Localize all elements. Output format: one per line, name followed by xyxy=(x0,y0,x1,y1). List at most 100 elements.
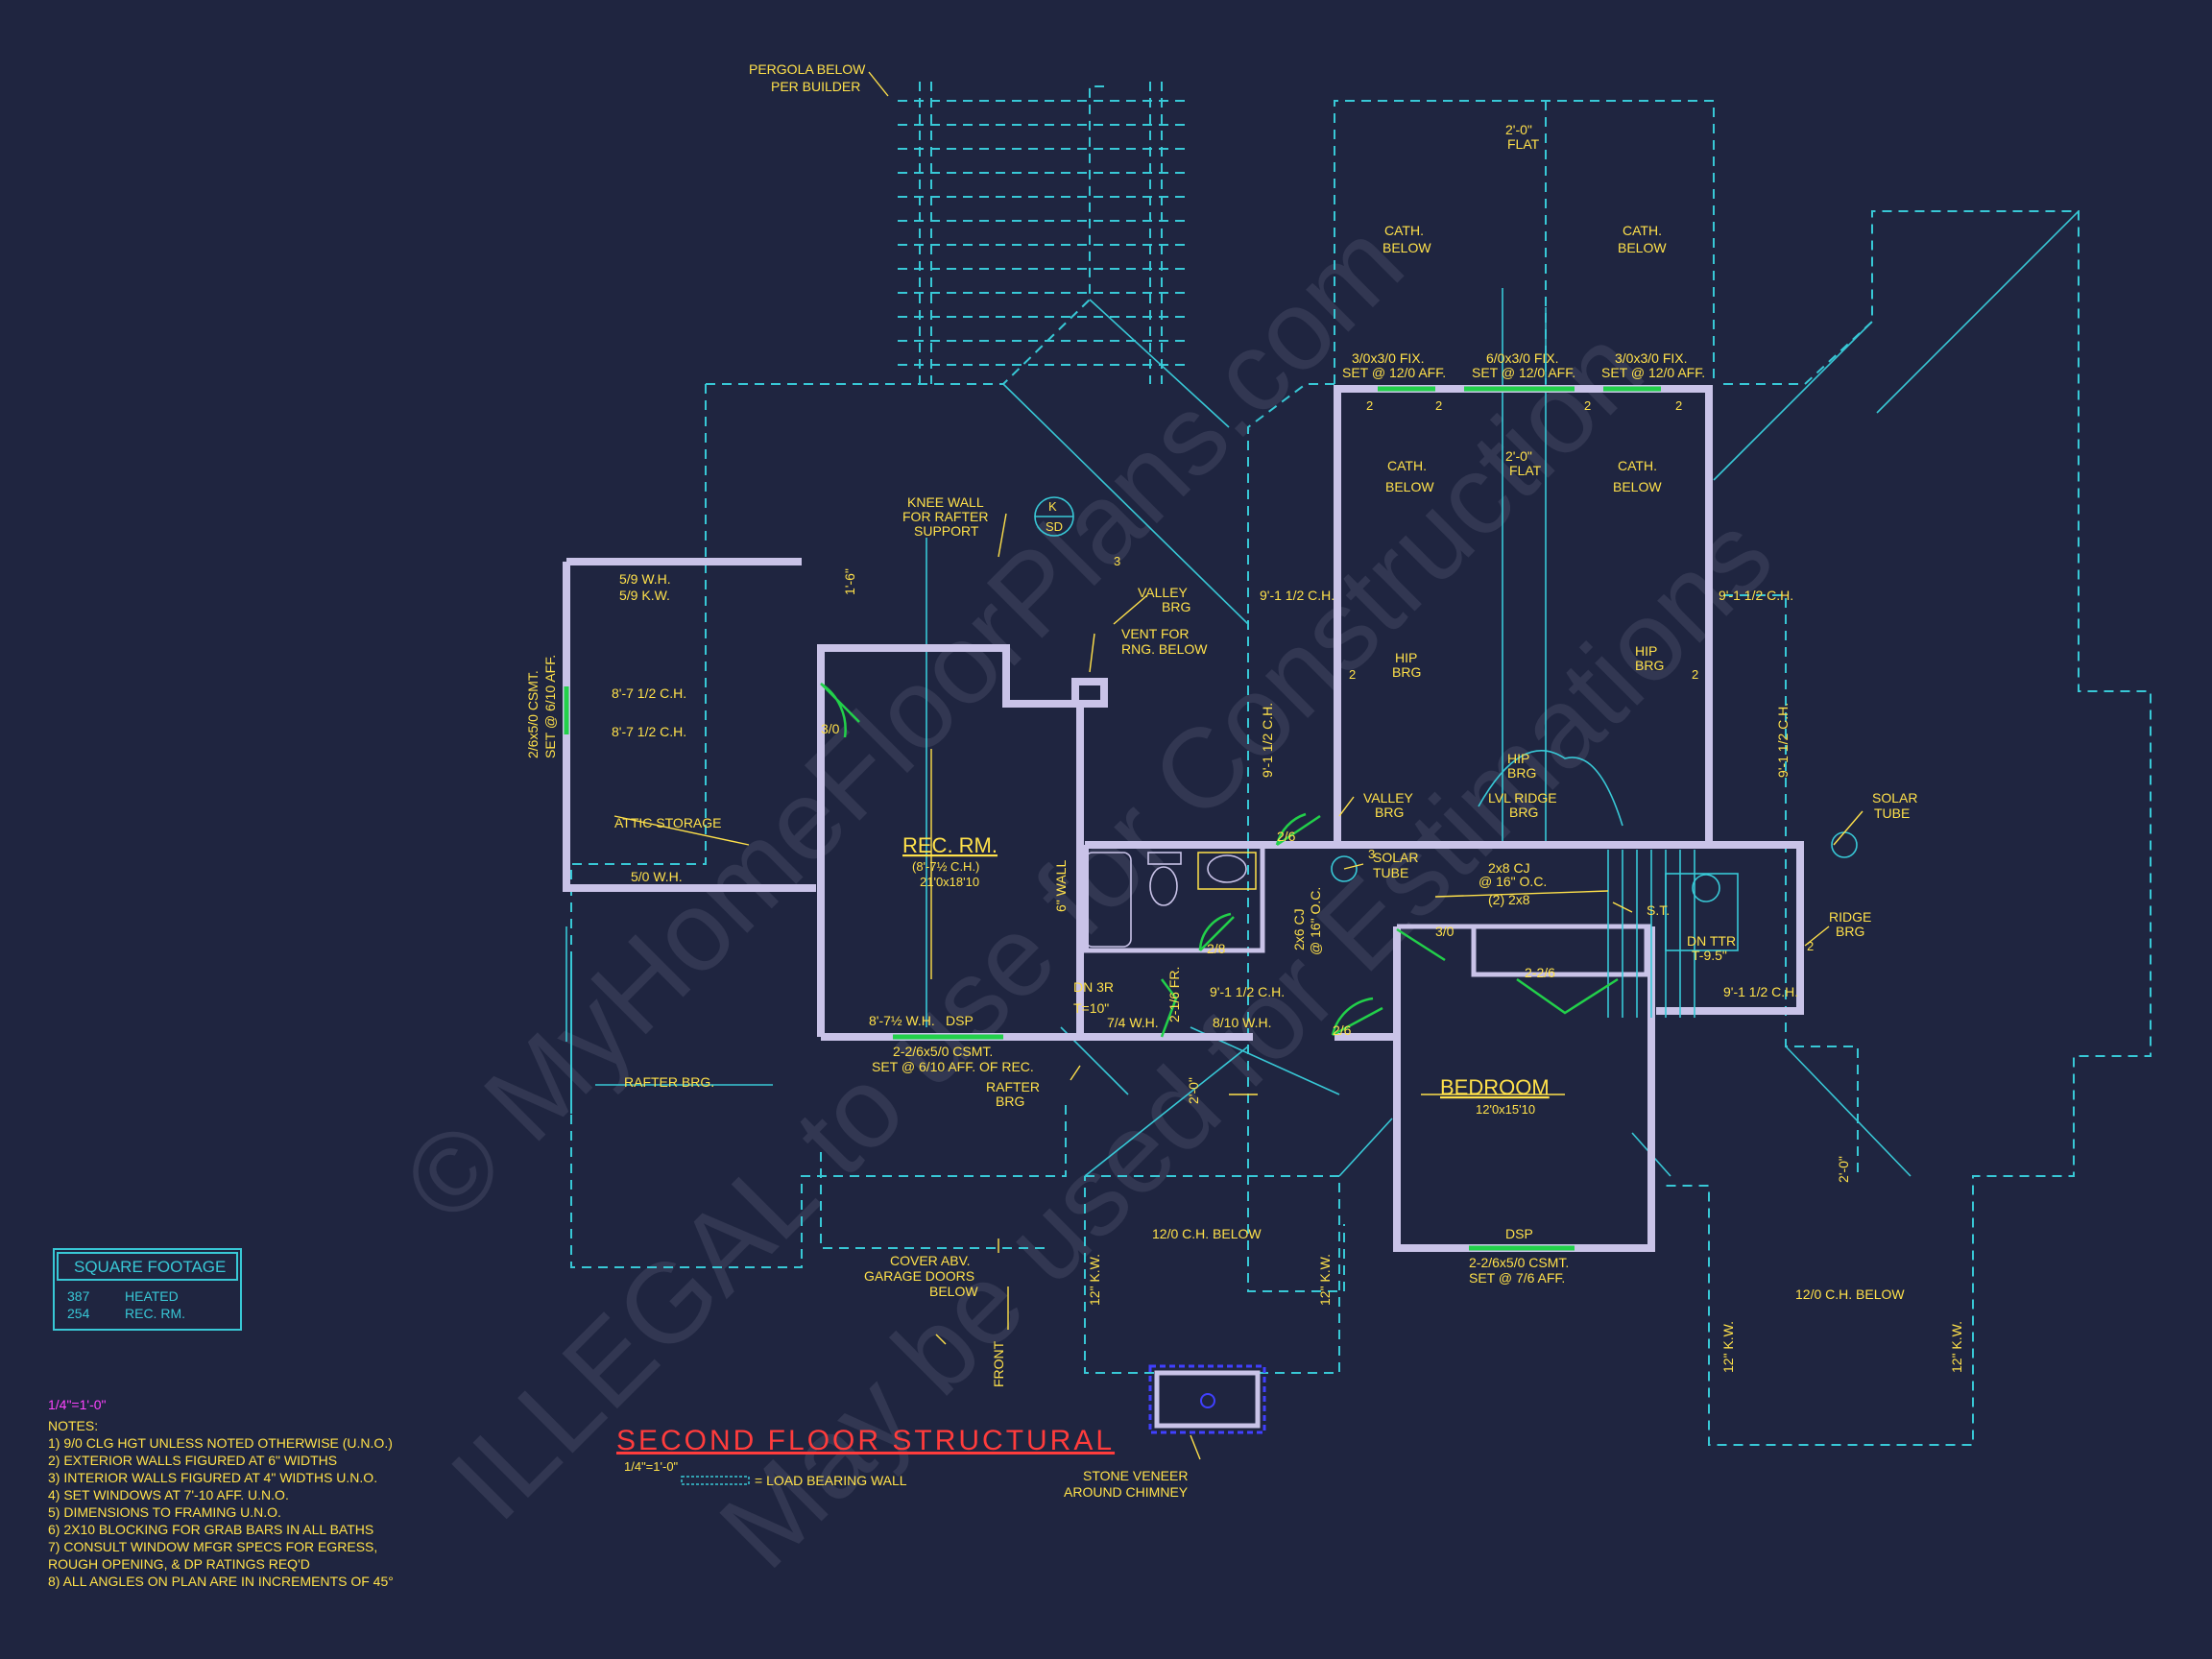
svg-text:7) CONSULT WINDOW MFGR SPECS: 7) CONSULT WINDOW MFGR SPECS FOR EGRESS, xyxy=(48,1539,377,1554)
vent-label: VENT FOR xyxy=(1121,626,1190,641)
svg-text:8/10 W.H.: 8/10 W.H. xyxy=(1213,1015,1271,1030)
knee-wall-label: KNEE WALL xyxy=(907,494,984,510)
svg-text:BELOW: BELOW xyxy=(1618,240,1667,255)
sink-icon xyxy=(1207,854,1247,883)
svg-text:3/0: 3/0 xyxy=(1435,924,1455,939)
svg-text:CATH.: CATH. xyxy=(1623,223,1662,238)
svg-text:REC. RM.: REC. RM. xyxy=(125,1306,185,1321)
svg-text:T-9.5": T-9.5" xyxy=(1692,948,1727,963)
chimney-label: STONE VENEER xyxy=(1083,1468,1188,1483)
svg-text:2'-0": 2'-0" xyxy=(1505,122,1532,137)
svg-text:2/6x5/0 CSMT.: 2/6x5/0 CSMT. xyxy=(525,670,541,758)
svg-text:BELOW: BELOW xyxy=(1385,479,1434,494)
svg-text:VALLEY: VALLEY xyxy=(1363,790,1414,805)
room-name-rec: REC. RM. xyxy=(902,833,998,857)
svg-text:RAFTER: RAFTER xyxy=(986,1079,1040,1094)
svg-text:HIP: HIP xyxy=(1635,643,1657,659)
svg-text:2x8 CJ: 2x8 CJ xyxy=(1488,860,1530,876)
svg-text:9'-1 1/2 C.H.: 9'-1 1/2 C.H. xyxy=(1260,703,1275,778)
svg-text:1/4"=1'-0": 1/4"=1'-0" xyxy=(624,1459,679,1474)
svg-text:8'-7 1/2 C.H.: 8'-7 1/2 C.H. xyxy=(612,724,686,739)
svg-text:SET @ 12/0 AFF.: SET @ 12/0 AFF. xyxy=(1472,365,1575,380)
svg-text:SET @ 7/6 AFF.: SET @ 7/6 AFF. xyxy=(1469,1270,1565,1286)
svg-text:9'-1 1/2 C.H.: 9'-1 1/2 C.H. xyxy=(1719,588,1793,603)
svg-text:RNG. BELOW: RNG. BELOW xyxy=(1121,641,1208,657)
square-footage-box: SQUARE FOOTAGE 387 HEATED 254 REC. RM. xyxy=(53,1248,242,1331)
svg-text:HEATED: HEATED xyxy=(125,1288,179,1304)
svg-text:21'0x18'10: 21'0x18'10 xyxy=(920,875,979,889)
svg-text:2-1/6 FR.: 2-1/6 FR. xyxy=(1166,967,1182,1022)
solar-tube-icon xyxy=(1331,855,1358,882)
dimension-marks xyxy=(930,749,1609,1095)
svg-text:CATH.: CATH. xyxy=(1618,458,1657,473)
svg-text:SET @ 12/0 AFF.: SET @ 12/0 AFF. xyxy=(1342,365,1446,380)
scale-label: 1/4"=1'-0" xyxy=(48,1397,107,1412)
svg-text:2: 2 xyxy=(1807,939,1814,953)
svg-text:RAFTER BRG.: RAFTER BRG. xyxy=(624,1074,714,1090)
load-bearing-legend-icon xyxy=(681,1476,750,1485)
svg-text:CATH.: CATH. xyxy=(1384,223,1424,238)
svg-text:2-2/6x5/0 CSMT.: 2-2/6x5/0 CSMT. xyxy=(1469,1255,1569,1270)
svg-text:2: 2 xyxy=(1584,398,1591,413)
svg-text:2'-0": 2'-0" xyxy=(1186,1077,1201,1104)
vanity-icon xyxy=(1197,852,1257,890)
svg-text:FLAT: FLAT xyxy=(1507,136,1540,152)
svg-text:HIP: HIP xyxy=(1395,650,1417,665)
svg-text:SD: SD xyxy=(1046,519,1063,534)
cover-garage-label: COVER ABV. xyxy=(890,1253,971,1268)
svg-text:9'-1 1/2 C.H.: 9'-1 1/2 C.H. xyxy=(1723,984,1798,999)
svg-text:SUPPORT: SUPPORT xyxy=(914,523,979,539)
svg-text:3/0x3/0 FIX.: 3/0x3/0 FIX. xyxy=(1615,350,1687,366)
chimney xyxy=(1148,1364,1266,1434)
svg-text:12/0 C.H. BELOW: 12/0 C.H. BELOW xyxy=(1795,1286,1905,1302)
svg-text:GARAGE DOORS: GARAGE DOORS xyxy=(864,1268,974,1284)
svg-text:AROUND CHIMNEY: AROUND CHIMNEY xyxy=(1064,1484,1189,1500)
svg-text:(2) 2x8: (2) 2x8 xyxy=(1488,892,1530,907)
drawing-title: SECOND FLOOR STRUCTURAL xyxy=(616,1425,1115,1456)
svg-text:12'0x15'10: 12'0x15'10 xyxy=(1476,1102,1535,1117)
svg-text:3: 3 xyxy=(1368,847,1375,861)
svg-text:BELOW: BELOW xyxy=(1613,479,1662,494)
svg-text:T=10": T=10" xyxy=(1073,1000,1109,1016)
svg-text:SET @ 6/10 AFF.: SET @ 6/10 AFF. xyxy=(542,655,558,758)
svg-text:BRG: BRG xyxy=(1635,658,1664,673)
svg-text:BRG: BRG xyxy=(1509,805,1538,820)
labels: PERGOLA BELOW PER BUILDER KNEE WALL FOR … xyxy=(525,61,1964,1500)
svg-text:FLAT: FLAT xyxy=(1509,463,1542,478)
svg-text:2'-0": 2'-0" xyxy=(1505,448,1532,464)
svg-text:SET @ 12/0 AFF.: SET @ 12/0 AFF. xyxy=(1601,365,1705,380)
svg-text:2: 2 xyxy=(1692,667,1698,682)
room-name-bedroom: BEDROOM xyxy=(1440,1075,1550,1099)
svg-text:5/9 K.W.: 5/9 K.W. xyxy=(619,588,670,603)
svg-text:DN 3R: DN 3R xyxy=(1073,979,1114,995)
svg-text:5/0 W.H.: 5/0 W.H. xyxy=(631,869,683,884)
svg-text:K: K xyxy=(1048,499,1057,514)
svg-text:12" K.W.: 12" K.W. xyxy=(1087,1254,1102,1306)
svg-text:9'-1 1/2 C.H.: 9'-1 1/2 C.H. xyxy=(1260,588,1334,603)
bath-fixtures xyxy=(1084,852,1257,948)
svg-text:= LOAD BEARING WALL: = LOAD BEARING WALL xyxy=(755,1473,907,1488)
svg-text:5) DIMENSIONS TO FRAMING U.N.: 5) DIMENSIONS TO FRAMING U.N.O. xyxy=(48,1504,281,1520)
svg-text:1'-6": 1'-6" xyxy=(842,568,857,595)
svg-text:CATH.: CATH. xyxy=(1387,458,1427,473)
svg-text:12" K.W.: 12" K.W. xyxy=(1317,1254,1333,1306)
svg-text:HIP: HIP xyxy=(1507,751,1529,766)
tub-icon xyxy=(1084,852,1132,948)
svg-text:(8'-7½ C.H.): (8'-7½ C.H.) xyxy=(912,859,979,874)
svg-text:2/8: 2/8 xyxy=(1207,941,1226,956)
svg-text:2'-0": 2'-0" xyxy=(1836,1156,1851,1183)
svg-text:BRG: BRG xyxy=(1162,599,1190,614)
svg-text:1) 9/0 CLG HGT UNLESS NOTED O: 1) 9/0 CLG HGT UNLESS NOTED OTHERWISE (U… xyxy=(48,1435,393,1451)
svg-text:2-2/6: 2-2/6 xyxy=(1525,965,1555,980)
svg-text:2/6: 2/6 xyxy=(1333,1022,1352,1038)
front-label: FRONT xyxy=(991,1340,1006,1387)
doors xyxy=(820,682,1619,1038)
svg-text:S.T.: S.T. xyxy=(1647,902,1670,918)
svg-text:3/0: 3/0 xyxy=(821,721,840,736)
svg-text:2) EXTERIOR WALLS FIGURED AT: 2) EXTERIOR WALLS FIGURED AT 6" WIDTHS xyxy=(48,1453,337,1468)
svg-text:RIDGE: RIDGE xyxy=(1829,909,1871,925)
svg-text:BRG: BRG xyxy=(996,1094,1024,1109)
interior-walls xyxy=(1077,845,1651,977)
solar-tube-icon xyxy=(1831,831,1858,858)
